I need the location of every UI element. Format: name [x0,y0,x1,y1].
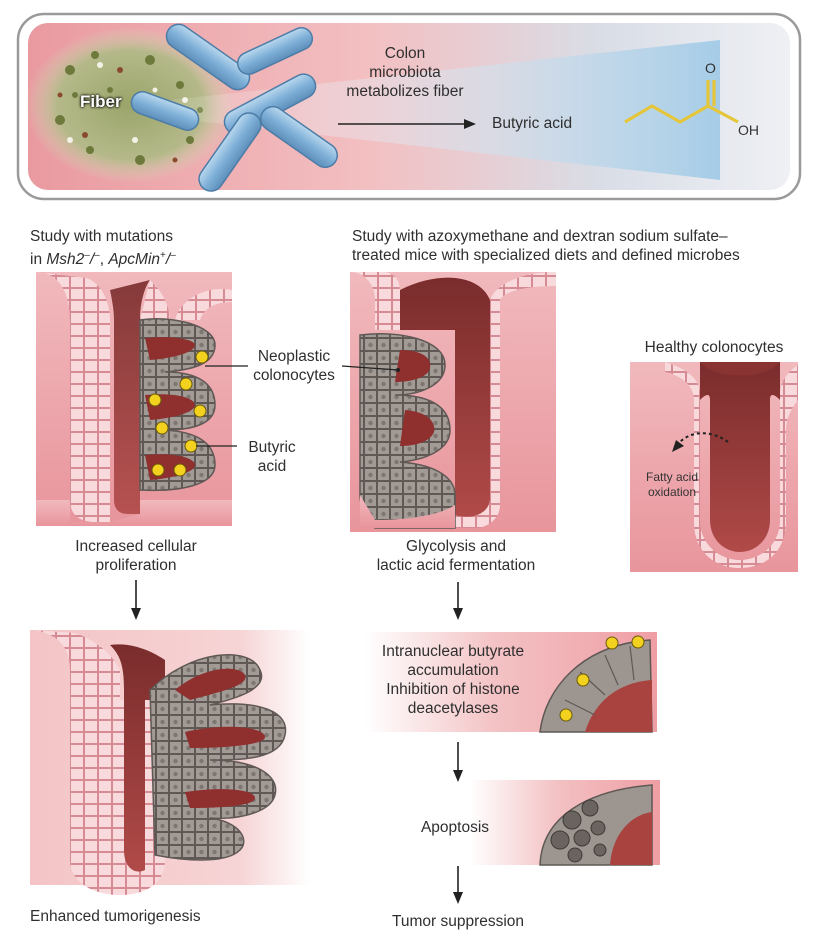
study2-title-line-1: Study with azoxymethane and dextran sodi… [352,227,740,246]
study1-title-line-2: in Msh2–/–, ApcMin+/– [30,246,176,269]
step1-label: Intranuclear butyrate accumulation Inhib… [358,642,548,718]
process-line-3: metabolizes fiber [346,82,464,101]
product-label: Butyric acid [492,114,572,133]
study1-result-line-1: Increased cellular [30,537,242,556]
butyric-label: Butyric acid [236,438,308,476]
process-line-2: microbiota [346,63,464,82]
study2-outcome: Tumor suppression [358,912,558,931]
study2-result-line-1: Glycolysis and [348,537,564,556]
fatty-acid-label: Fatty acid oxidation [632,470,712,500]
study1-outcome: Enhanced tumorigenesis [30,907,201,926]
neoplastic-line-2: colonocytes [244,366,344,385]
study1-result: Increased cellular proliferation [30,537,242,575]
study2-result-line-2: lactic acid fermentation [348,556,564,575]
study1-result-line-2: proliferation [30,556,242,575]
chem-hydroxyl-label: OH [738,122,759,138]
fatty-acid-line-2: oxidation [632,485,712,500]
banner [18,14,800,199]
study2-result: Glycolysis and lactic acid fermentation [348,537,564,575]
study1-title: Study with mutations in Msh2–/–, ApcMin+… [30,227,176,269]
gene-msh2: Msh2 [46,251,84,268]
process-line-1: Colon [346,44,464,63]
healthy-title: Healthy colonocytes [630,338,798,357]
study1-prefix: in [30,251,46,268]
process-label: Colon microbiota metabolizes fiber [346,44,464,101]
step1-line-1: Intranuclear butyrate [358,642,548,661]
study1-title-line-1: Study with mutations [30,227,176,246]
gene-apcmin-sup2: – [170,250,176,261]
neoplastic-line-1: Neoplastic [244,347,344,366]
butyric-line-2: acid [236,457,308,476]
study2-title-line-2: treated mice with specialized diets and … [352,246,740,265]
gene-apcmin: ApcMin [108,251,160,268]
fiber-label: Fiber [80,92,122,112]
neoplastic-label: Neoplastic colonocytes [244,347,344,385]
apoptosis-label: Apoptosis [380,818,530,837]
fatty-acid-line-1: Fatty acid [632,470,712,485]
step1-line-3: Inhibition of histone [358,680,548,699]
butyric-line-1: Butyric [236,438,308,457]
step1-line-2: accumulation [358,661,548,680]
tumorigenesis-crypt [30,630,310,895]
healthy-crypt [630,362,798,572]
study2-crypt [342,272,556,532]
study1-crypt [36,272,248,526]
chem-oxygen-label: O [705,60,716,76]
step1-line-4: deacetylases [358,699,548,718]
study2-title: Study with azoxymethane and dextran sodi… [352,227,740,265]
